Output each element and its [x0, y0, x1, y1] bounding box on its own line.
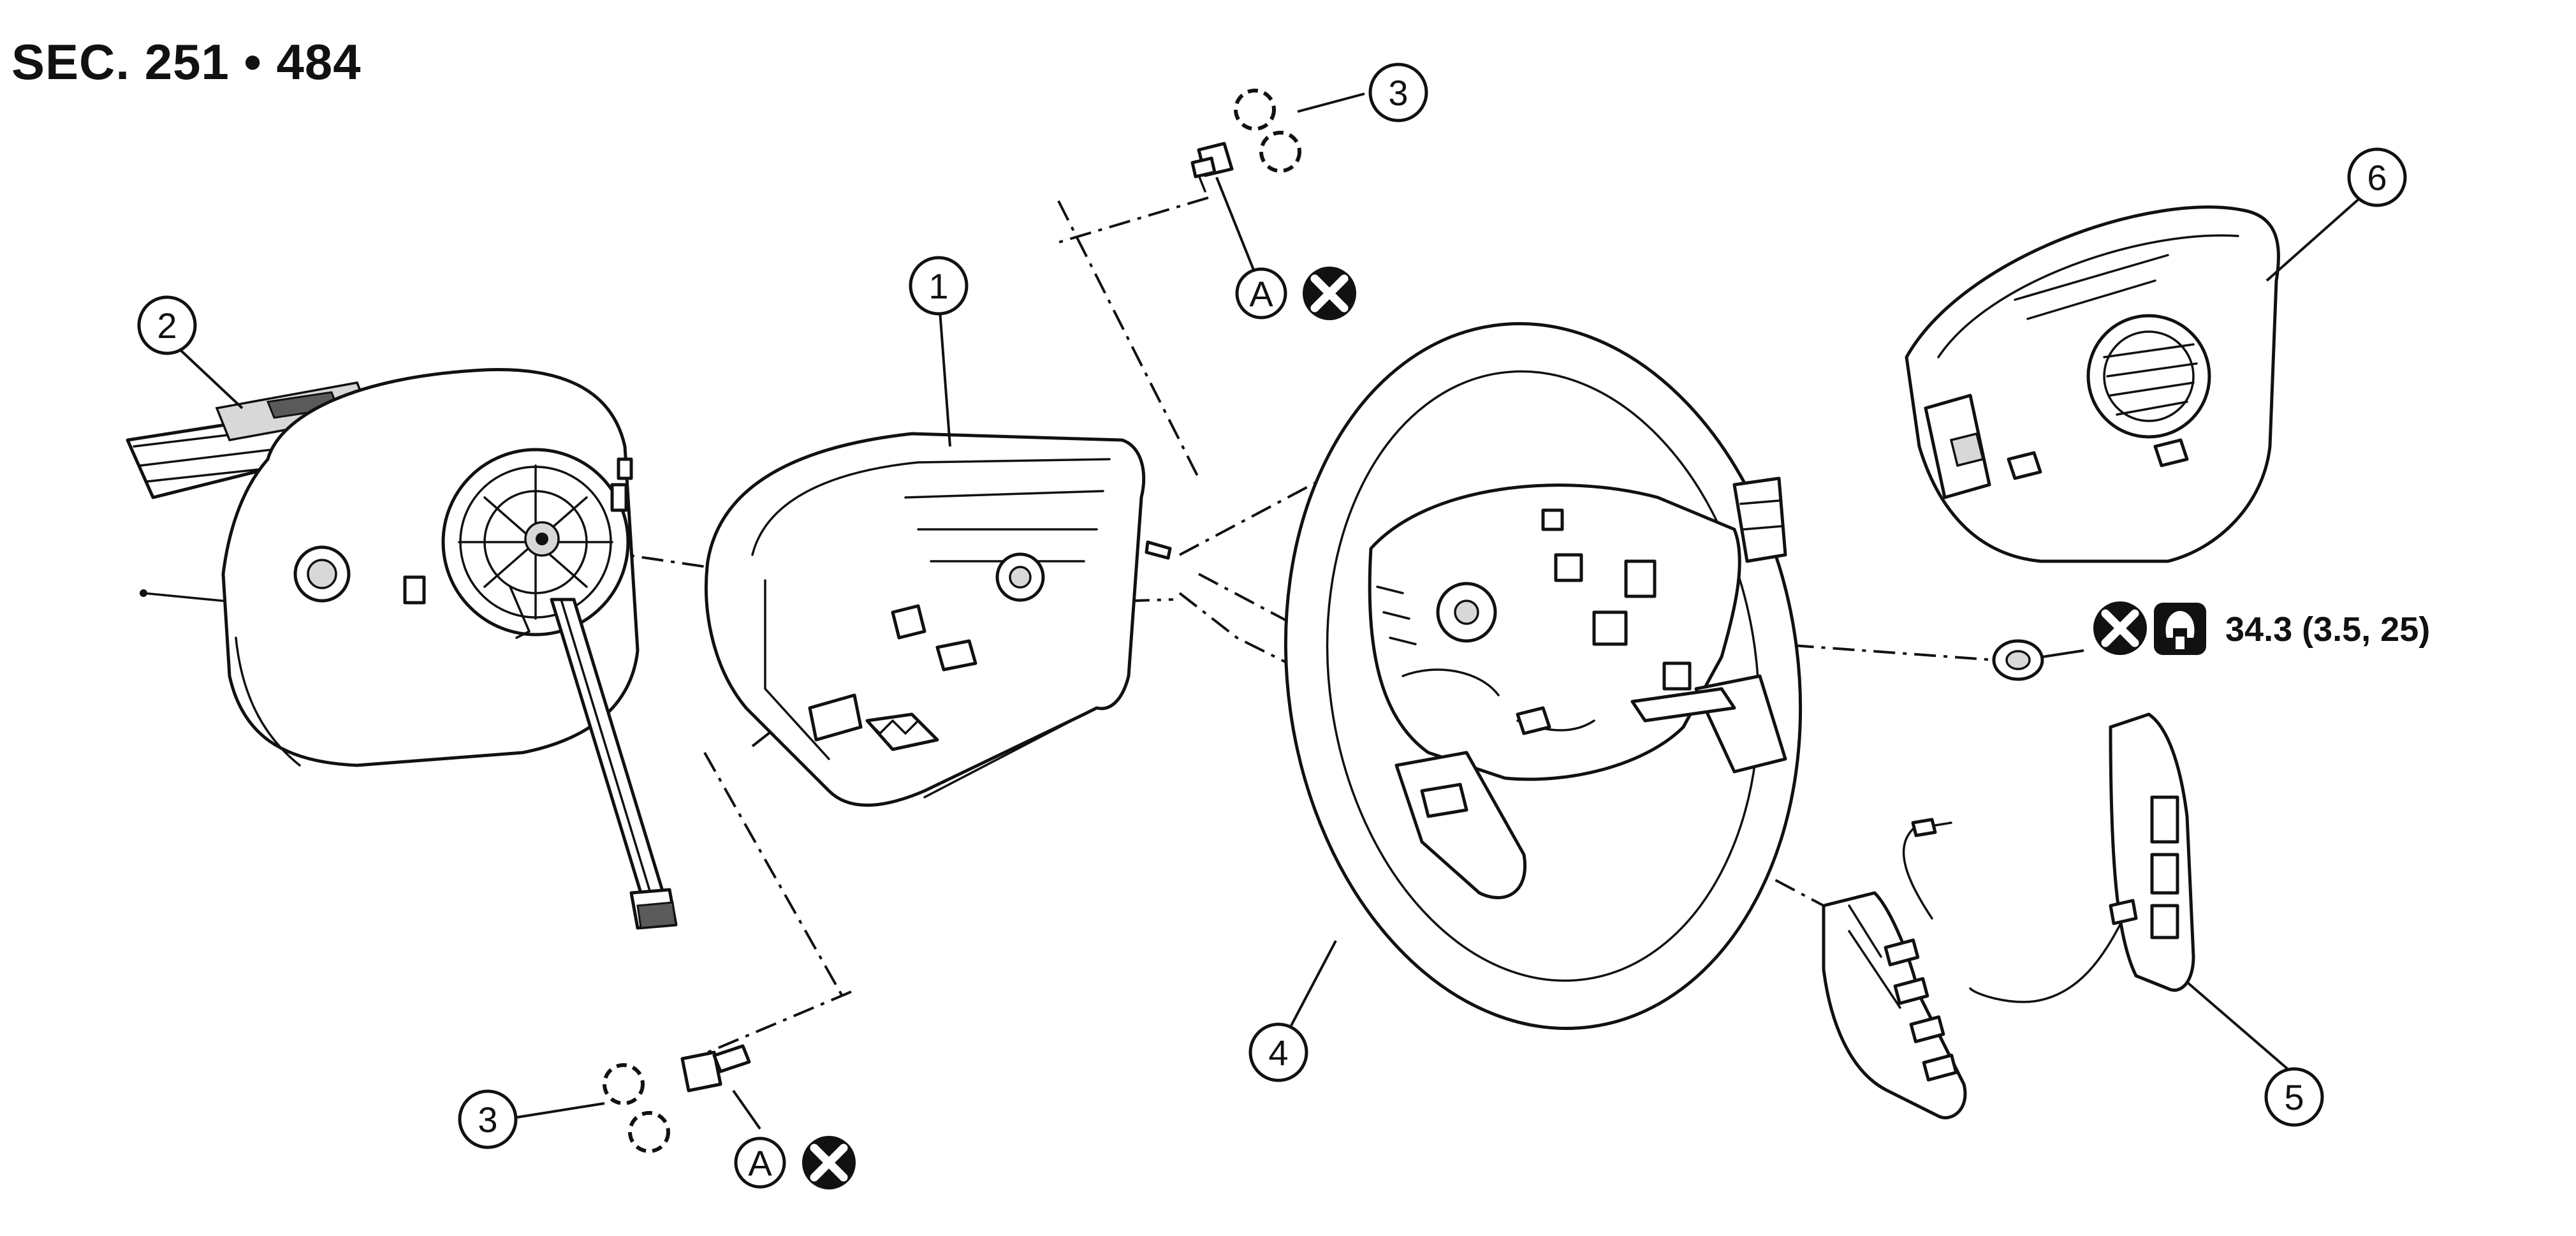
wheel-spoke-top-right [1732, 476, 1787, 563]
callout-5: 5 [2264, 1067, 2324, 1127]
steering-switch-right [1969, 712, 2195, 1003]
guide-line-bolt-top [1058, 196, 1209, 244]
no-reuse-icon [2093, 601, 2147, 655]
svg-text:4: 4 [1268, 1033, 1288, 1073]
callout-3-top: 3 [1368, 63, 1428, 122]
air-bag-module [1905, 205, 2280, 563]
svg-text:A: A [1249, 274, 1273, 314]
callout-circles: 1 2 3 3 4 5 6 [137, 63, 2407, 1149]
torque-spec-group: 34.3 (3.5, 25) [2093, 601, 2430, 655]
steering-wheel-nut [1992, 639, 2044, 681]
no-reuse-icon [802, 1136, 856, 1189]
guide-line-bolt-top-drop [1057, 200, 1200, 479]
svg-text:3: 3 [478, 1100, 497, 1140]
leader-lines [179, 92, 2363, 1130]
svg-text:A: A [748, 1143, 772, 1183]
svg-text:2: 2 [157, 305, 177, 346]
guide-line-bolt-bottom [707, 990, 852, 1054]
guide-line-bolt-bottom-drop [703, 752, 843, 996]
callout-4: 4 [1248, 1022, 1308, 1082]
section-label: SEC. 251 • 484 [11, 34, 362, 90]
marker-a-bottom: A [734, 1137, 786, 1189]
steering-switch-left [1822, 818, 1967, 1119]
marker-a-top: A [1235, 267, 1287, 320]
callout-1: 1 [909, 256, 969, 316]
rear-cover-shell [705, 432, 1146, 807]
wheel-rim-inner [1326, 370, 1760, 982]
torque-wrench-icon [2154, 603, 2206, 655]
callout-2: 2 [137, 295, 197, 355]
steering-wheel-rear-cover [705, 432, 1172, 807]
combination-switch-assembly [126, 368, 678, 930]
callout-3-bottom: 3 [458, 1089, 518, 1149]
right-switch-harness [1969, 917, 2125, 1003]
dashed-clip-icon [603, 89, 1301, 1153]
svg-text:1: 1 [928, 266, 948, 306]
bolt-top [1190, 142, 1234, 193]
left-switch-harness [1902, 821, 1952, 920]
small-screw [1145, 540, 1172, 560]
svg-text:3: 3 [1388, 73, 1408, 113]
right-switch-housing [2109, 712, 2195, 992]
left-switch-housing [1822, 891, 1967, 1119]
no-reuse-icon [1303, 267, 1356, 320]
svg-text:6: 6 [2367, 158, 2387, 198]
bolt-bottom [680, 1044, 751, 1093]
torque-value: 34.3 (3.5, 25) [2225, 610, 2430, 649]
callout-6: 6 [2347, 147, 2407, 207]
steering-wheel [1284, 322, 1803, 1030]
svg-text:5: 5 [2284, 1077, 2304, 1117]
